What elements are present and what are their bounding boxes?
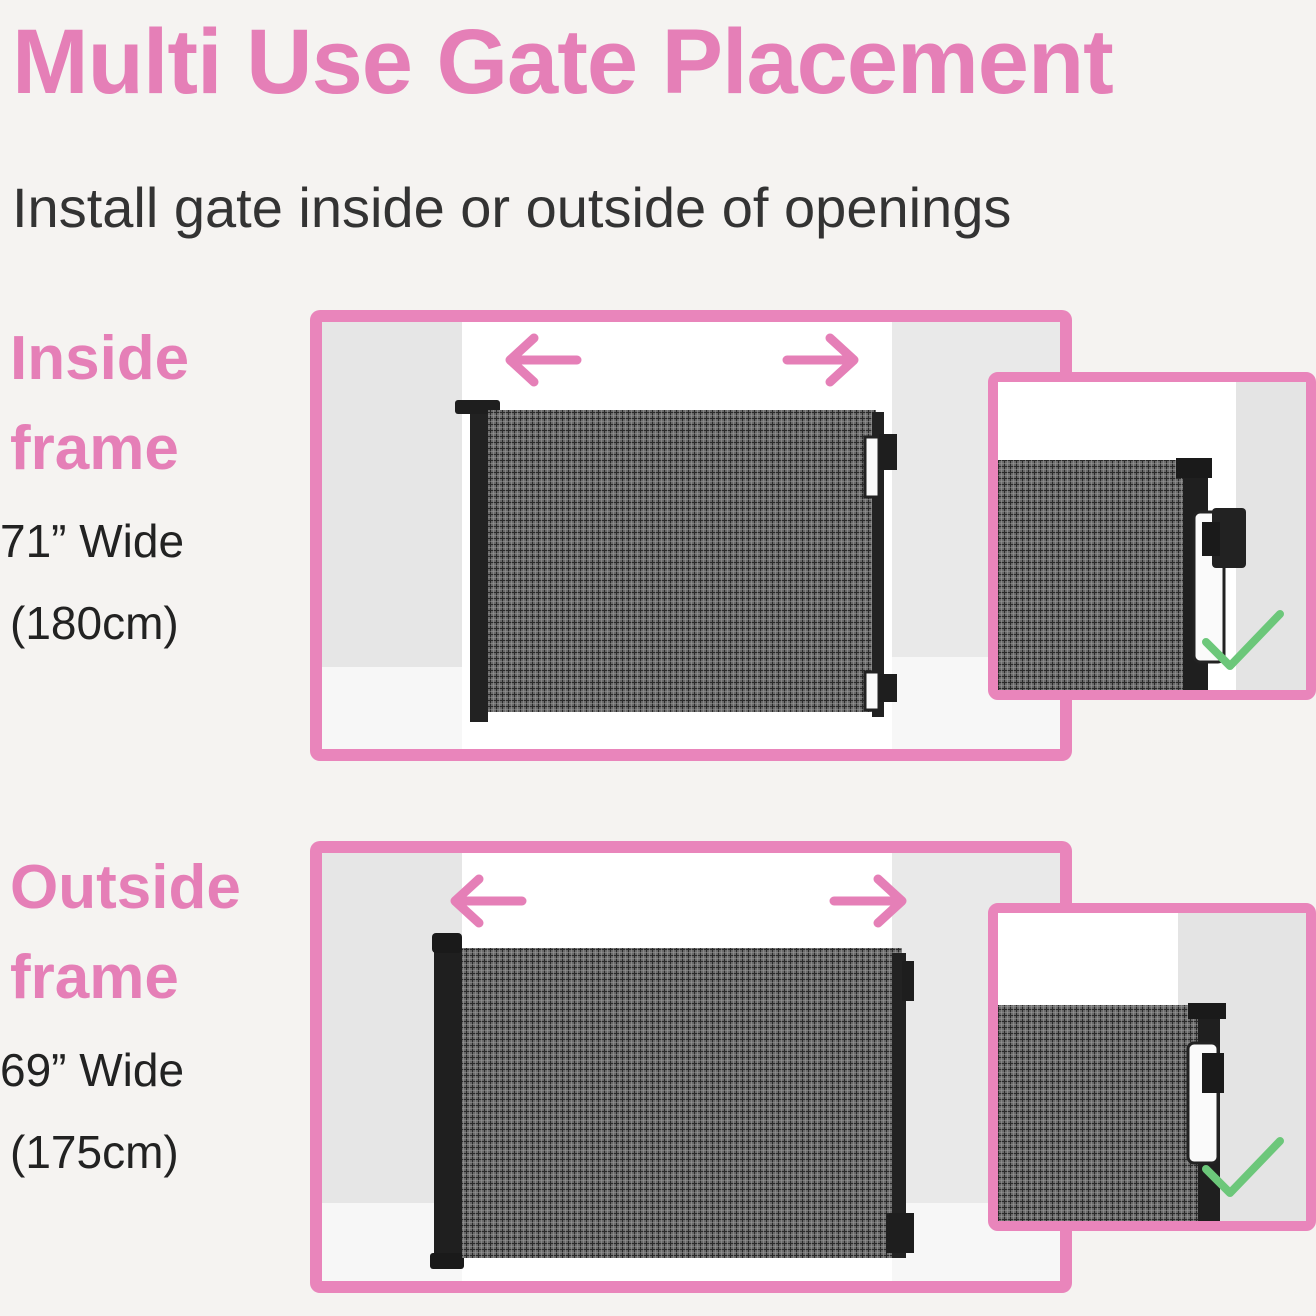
inside-width-inches: 71” Wide: [0, 515, 185, 567]
inside-frame-label: Inside frame 71” Wide (180cm): [0, 324, 190, 649]
arrow-left-icon: [450, 874, 527, 928]
inside-heading-line2: frame: [10, 414, 179, 483]
outside-frame-illustration: [310, 841, 1072, 1293]
inside-heading-line1: Inside: [10, 324, 190, 393]
check-icon: [1202, 610, 1284, 670]
outside-width-inches: 69” Wide: [0, 1044, 185, 1096]
outside-heading-line2: frame: [10, 943, 179, 1012]
outside-frame-detail-inset: [988, 903, 1316, 1231]
arrow-left-icon: [505, 333, 582, 387]
inside-frame-illustration: [310, 310, 1072, 761]
inside-frame-detail-inset: [988, 372, 1316, 700]
page-subtitle: Install gate inside or outside of openin…: [12, 176, 1012, 239]
outside-frame-label: Outside frame 69” Wide (175cm): [0, 853, 241, 1178]
check-icon: [1202, 1137, 1284, 1197]
outside-heading-line1: Outside: [10, 853, 241, 922]
page-title: Multi Use Gate Placement: [12, 11, 1114, 113]
arrow-right-icon: [829, 874, 907, 928]
inside-width-cm: (180cm): [10, 597, 179, 649]
outside-width-cm: (175cm): [10, 1126, 179, 1178]
arrow-right-icon: [782, 333, 859, 387]
